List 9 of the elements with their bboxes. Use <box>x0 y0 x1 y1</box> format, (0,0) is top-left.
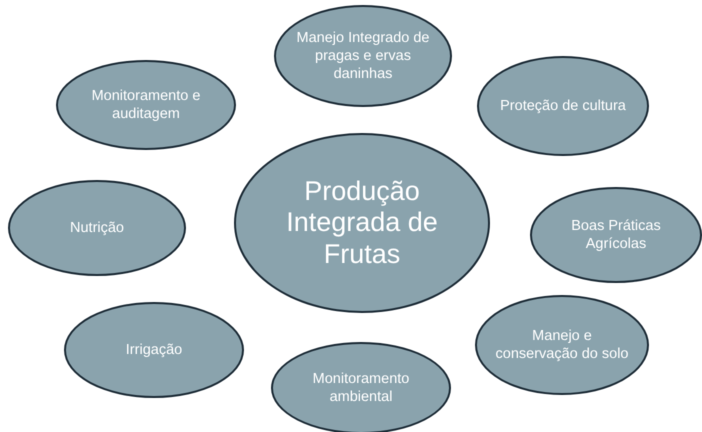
topic-label: Proteção de cultura <box>500 96 626 116</box>
topic-label: Boas Práticas Agrícolas <box>570 216 662 254</box>
topic-label: Irrigação <box>126 340 182 360</box>
topic-label: Monitoramento e auditagem <box>90 86 202 124</box>
topic-label: Manejo e conservação do solo <box>495 326 629 364</box>
topic-label: Produção Integrada de Frutas <box>285 176 439 270</box>
topic-label: Monitoramento ambiental <box>312 370 410 406</box>
topic-label: Nutrição <box>70 218 124 238</box>
topic-label: Manejo Integrado de pragas e ervas daninhas <box>295 28 430 84</box>
